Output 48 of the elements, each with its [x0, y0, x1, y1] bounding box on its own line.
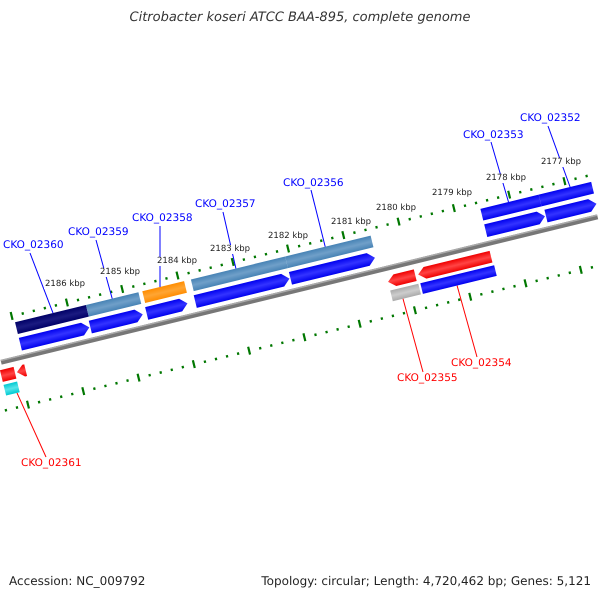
leader-line: [30, 252, 54, 314]
gene-block: [194, 274, 290, 308]
gene-label: CKO_02359: [68, 227, 129, 238]
gene-bar: [15, 305, 89, 334]
leader-line: [490, 142, 509, 202]
scale-label: 2181 kbp: [330, 218, 372, 226]
gene-label: CKO_02361: [21, 458, 82, 468]
gene-block: [18, 322, 90, 350]
scale-label: 2177 kbp: [540, 158, 582, 166]
accession-text: Accession: NC_009792: [9, 575, 146, 587]
gene-bar: [4, 382, 20, 396]
scale-label: 2185 kbp: [99, 268, 142, 276]
diagram-title: Citrobacter koseri ATCC BAA-895, complete genome: [128, 11, 472, 24]
gene-label: CKO_02360: [3, 240, 64, 250]
gene-bar: [420, 265, 497, 294]
scale-label: 2182 kbp: [267, 232, 310, 240]
gene-block: [88, 310, 143, 334]
gene-label: CKO_02356: [283, 178, 344, 188]
leader-line: [96, 240, 113, 300]
scale-label: 2186 kbp: [44, 280, 86, 288]
leader-line: [310, 190, 326, 248]
gene-block: [16, 364, 28, 376]
leader-line: [222, 212, 236, 269]
gene-bar: [142, 281, 187, 303]
gene-block: [388, 269, 417, 286]
gene-block: [418, 250, 492, 279]
scale-label: 2178 kbp: [485, 174, 528, 182]
leader-line: [456, 285, 478, 358]
gene-label: CKO_02357: [195, 199, 256, 210]
scale-label: 2184 kbp: [156, 257, 198, 266]
genome-info-text: Topology: circular; Length: 4,720,462 bp; Genes: 5,121: [261, 575, 591, 587]
gene-block: [145, 298, 188, 320]
gene-bar: [390, 284, 421, 302]
gene-label: CKO_02354: [451, 358, 512, 368]
gene-label: CKO_02353: [463, 130, 524, 140]
gene-bar: [86, 292, 142, 317]
gene-block: [484, 212, 545, 238]
gene-label: CKO_02352: [520, 113, 581, 124]
leader-line: [402, 298, 424, 372]
gene-bar: [480, 194, 542, 221]
gene-label: CKO_02355: [397, 373, 458, 384]
gene-label: CKO_02358: [132, 213, 193, 224]
gene-block: [544, 199, 596, 222]
gene-block: [288, 253, 375, 285]
scale-label: 2183 kbp: [209, 245, 252, 254]
scale-label: 2179 kbp: [431, 189, 474, 198]
gene-bar: [538, 182, 594, 206]
scale-label: 2180 kbp: [375, 204, 418, 212]
